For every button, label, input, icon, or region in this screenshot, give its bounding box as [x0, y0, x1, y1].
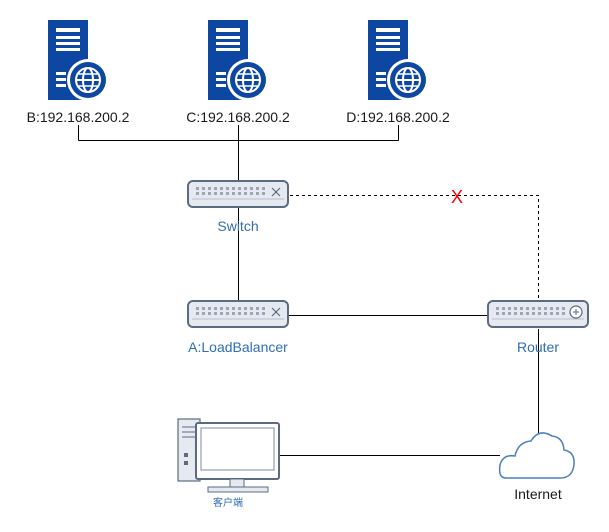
- server-b[interactable]: B:192.168.200.2: [27, 19, 130, 125]
- switch-to-router-broken-link: [290, 195, 539, 300]
- cloud-icon: [498, 432, 575, 479]
- server-label: B:192.168.200.2: [27, 109, 130, 125]
- internet-cloud[interactable]: Internet: [498, 432, 575, 502]
- load-balancer-label: A:LoadBalancer: [188, 339, 288, 355]
- server-d[interactable]: D:192.168.200.2: [346, 19, 450, 125]
- router-label: Router: [517, 339, 559, 355]
- connection-lines: [78, 125, 539, 456]
- desktop-computer-icon: [177, 418, 280, 493]
- switch-label: Switch: [217, 218, 258, 234]
- router-icon: [487, 300, 589, 328]
- client-label: 客户端: [213, 496, 243, 509]
- server-globe-icon: [367, 19, 430, 102]
- client-computer[interactable]: 客户端: [177, 418, 280, 509]
- switch-device[interactable]: Switch: [187, 180, 289, 234]
- load-balancer-device[interactable]: A:LoadBalancer: [187, 300, 289, 355]
- server-c[interactable]: C:192.168.200.2: [186, 19, 290, 125]
- server-globe-icon: [207, 19, 270, 102]
- server-globe-icon: [47, 19, 110, 102]
- switch-icon: [187, 300, 289, 328]
- server-label: D:192.168.200.2: [346, 109, 450, 125]
- switch-icon: [187, 180, 289, 208]
- broken-link-cross: X: [451, 187, 463, 207]
- internet-label: Internet: [514, 486, 562, 502]
- router-device[interactable]: Router: [487, 300, 589, 355]
- server-label: C:192.168.200.2: [186, 109, 290, 125]
